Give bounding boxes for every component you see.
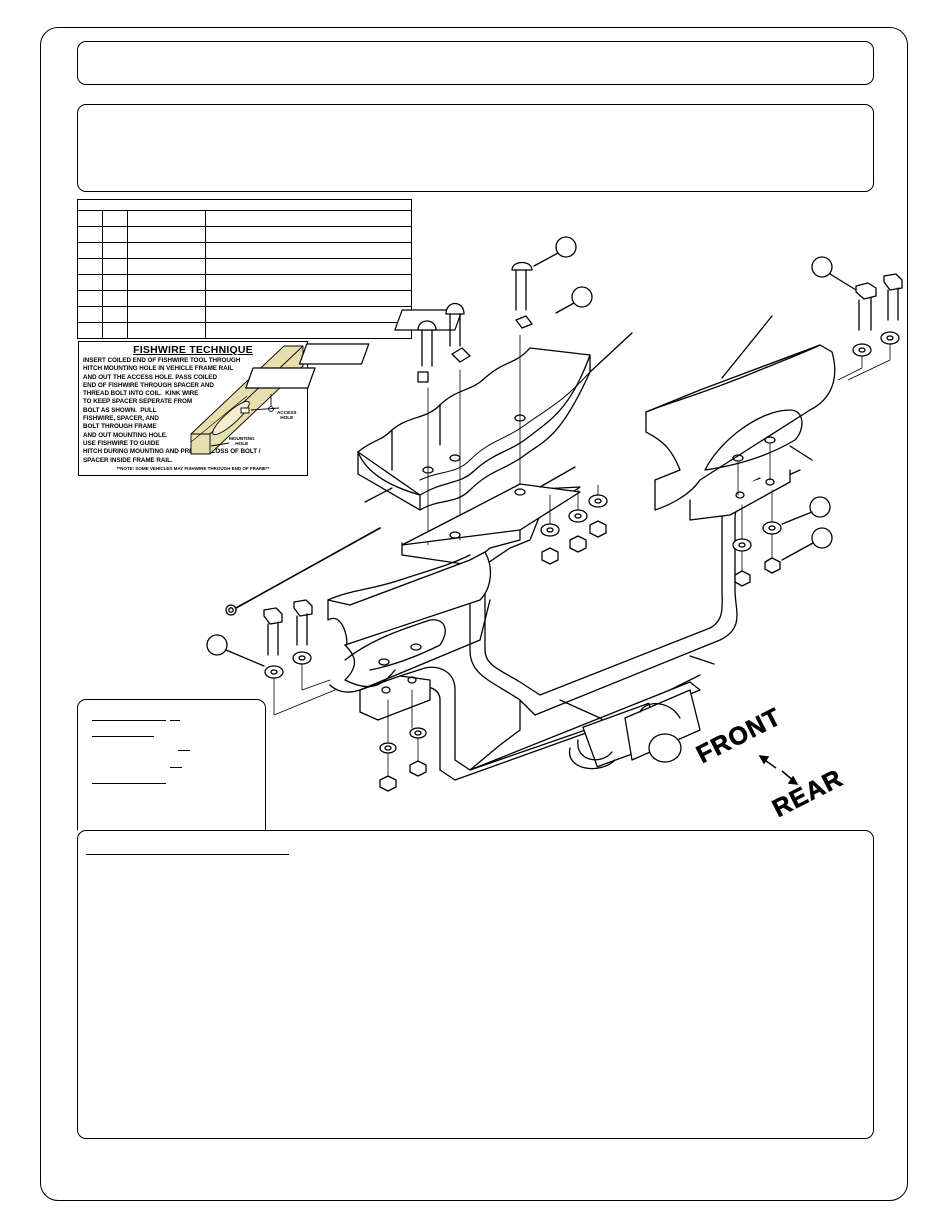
fishwire-tool xyxy=(225,527,381,616)
hardware-right xyxy=(732,273,903,587)
instructions-heading-rule xyxy=(86,854,289,855)
header-box xyxy=(77,104,874,192)
parts-table xyxy=(77,199,412,339)
right-frame-rail xyxy=(645,344,836,511)
parts-table-row xyxy=(77,322,412,339)
fishwire-instructions: INSERT COILED END OF FISHWIRE TOOL THROU… xyxy=(83,357,261,464)
page-border xyxy=(40,27,908,1201)
fishwire-note: **NOTE: SOME VEHICLES MAY FISHWIRE THROU… xyxy=(116,466,270,471)
hardware-left xyxy=(263,599,427,792)
fishwire-title: FISHWIRE TECHNIQUE xyxy=(133,344,253,356)
lower-left-frame-rail xyxy=(327,551,492,693)
title-box xyxy=(77,41,874,85)
access-hole-label: ACCESS HOLE xyxy=(277,410,297,420)
side-note-box xyxy=(77,699,266,830)
carriage-bolts xyxy=(245,261,533,546)
instructions-box xyxy=(77,830,874,1139)
left-frame-rail xyxy=(357,347,591,511)
hardware-center xyxy=(540,484,608,565)
callouts xyxy=(206,236,857,667)
parts-table-row xyxy=(77,258,412,275)
mounting-hole-label: MOUNTING HOLE xyxy=(229,436,255,446)
parts-table-row xyxy=(77,274,412,291)
